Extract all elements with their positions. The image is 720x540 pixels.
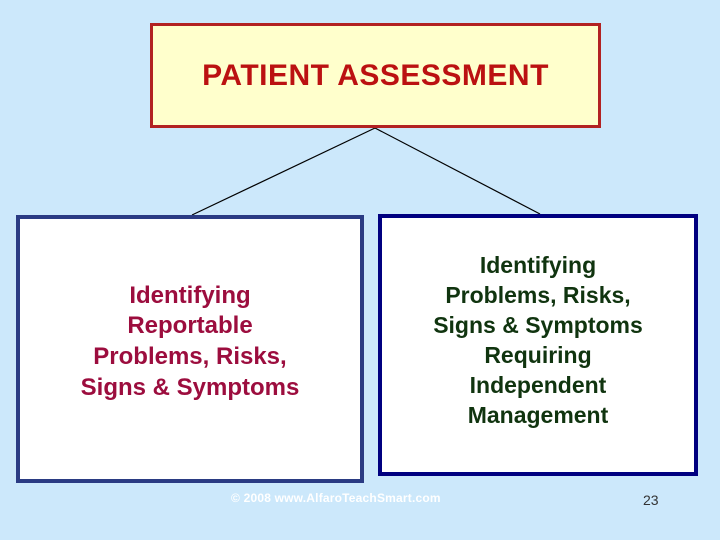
content-box-right: Identifying Problems, Risks, Signs & Sym… [378, 214, 698, 476]
copyright-notice: © 2008 www.AlfaroTeachSmart.com [231, 491, 441, 505]
content-box-left-text: Identifying Reportable Problems, Risks, … [80, 281, 300, 401]
title-box: PATIENT ASSESSMENT [150, 23, 601, 128]
connector-line-left [191, 127, 376, 216]
content-box-right-text: Identifying Problems, Risks, Signs & Sym… [433, 252, 643, 428]
page-number: 23 [643, 492, 659, 508]
connector-line-right [374, 127, 541, 215]
content-box-left: Identifying Reportable Problems, Risks, … [16, 215, 364, 483]
page-title: PATIENT ASSESSMENT [202, 59, 549, 92]
